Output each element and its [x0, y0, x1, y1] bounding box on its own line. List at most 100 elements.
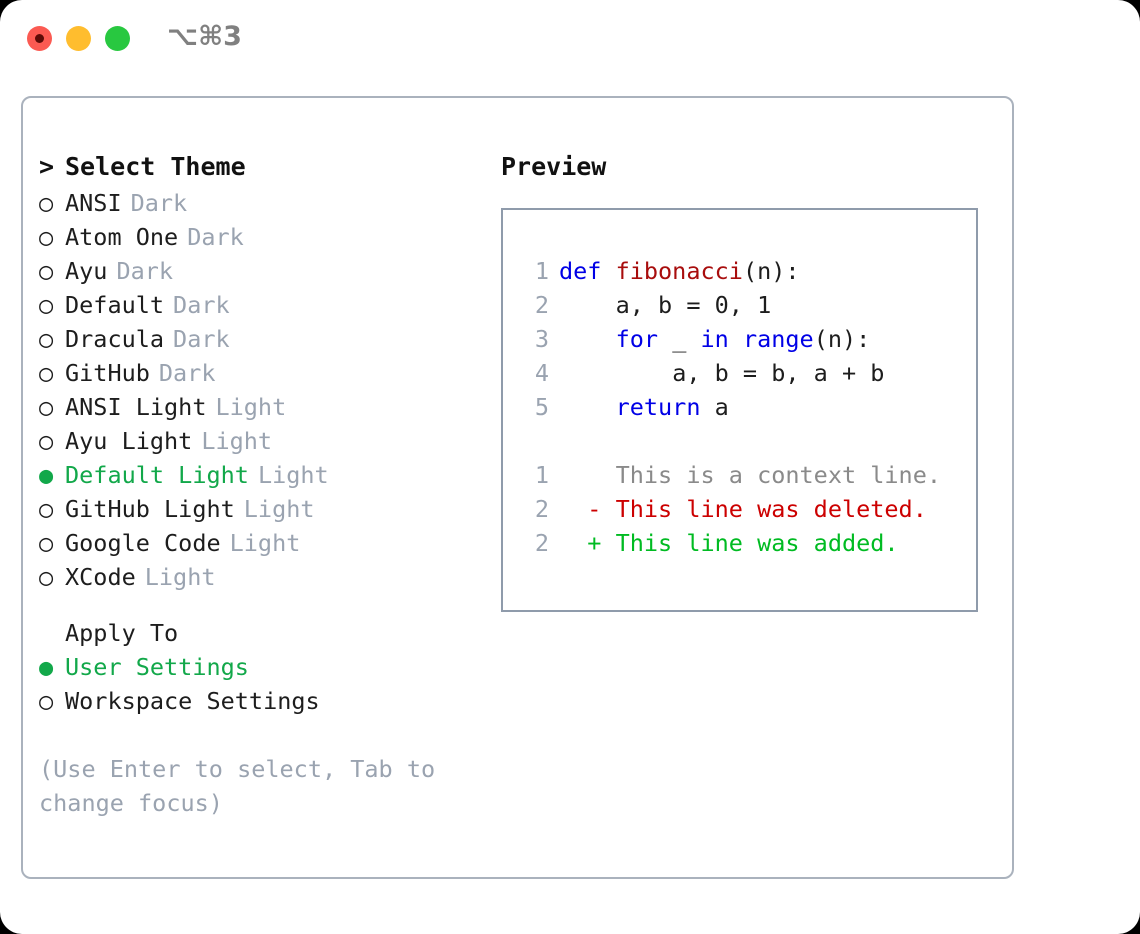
- code-diff-spacer: [515, 424, 976, 458]
- radio-unselected-icon[interactable]: ○: [39, 427, 54, 455]
- radio-selected-icon[interactable]: ●: [39, 461, 54, 489]
- diff-sample: 1 This is a context line.2 - This line w…: [515, 458, 976, 560]
- line-number: 4: [534, 359, 549, 387]
- theme-category-tag: Light: [243, 495, 315, 523]
- apply-to-item[interactable]: ● User Settings: [39, 650, 479, 684]
- theme-list-item[interactable]: ● Default Light Light: [39, 458, 479, 492]
- radio-unselected-icon[interactable]: ○: [39, 687, 54, 715]
- code-function-token: fibonacci: [615, 257, 743, 285]
- code-line-content: return a: [559, 390, 729, 424]
- apply-to-label: Workspace Settings: [65, 687, 320, 715]
- theme-name-label: GitHub Light: [65, 495, 235, 523]
- code-line: 4 a, b = b, a + b: [515, 356, 976, 390]
- preview-title: Preview: [501, 152, 607, 181]
- diff-line: 2 + This line was added.: [515, 526, 976, 560]
- line-number: 1: [534, 461, 549, 489]
- radio-unselected-icon[interactable]: ○: [39, 257, 54, 285]
- diff-deleted-line: - This line was deleted.: [559, 495, 927, 523]
- code-plain-token: a, b = 0, 1: [615, 291, 772, 319]
- diff-context-line: This is a context line.: [559, 461, 942, 489]
- minimize-window-button[interactable]: [66, 26, 91, 51]
- code-plain-token: (n):: [813, 325, 871, 353]
- line-number: 2: [534, 495, 549, 523]
- radio-unselected-icon[interactable]: ○: [39, 563, 54, 591]
- radio-unselected-icon[interactable]: ○: [39, 495, 54, 523]
- code-line: 2 a, b = 0, 1: [515, 288, 976, 322]
- diff-line: 2 - This line was deleted.: [515, 492, 976, 526]
- radio-unselected-icon[interactable]: ○: [39, 189, 54, 217]
- line-number: 1: [534, 257, 549, 285]
- code-line-content: for _ in range(n):: [559, 322, 871, 356]
- line-number: 2: [534, 291, 549, 319]
- title-bar: ⌥⌘3: [0, 0, 1140, 78]
- theme-name-label: Ayu: [65, 257, 108, 285]
- code-keyword-token: in: [700, 325, 743, 353]
- window-controls: [27, 26, 130, 51]
- theme-list-item[interactable]: ○ Dracula Dark: [39, 322, 479, 356]
- radio-selected-icon[interactable]: ●: [39, 653, 54, 681]
- radio-unselected-icon[interactable]: ○: [39, 359, 54, 387]
- code-line: 3 for _ in range(n):: [515, 322, 976, 356]
- code-line: 5 return a: [515, 390, 976, 424]
- line-number: 3: [534, 325, 549, 353]
- theme-category-tag: Light: [257, 461, 329, 489]
- theme-name-label: ANSI: [65, 189, 122, 217]
- diff-line: 1 This is a context line.: [515, 458, 976, 492]
- theme-name-label: Default Light: [65, 461, 249, 489]
- radio-unselected-icon[interactable]: ○: [39, 393, 54, 421]
- theme-list-item[interactable]: ○ Atom One Dark: [39, 220, 479, 254]
- hint-spacer: [39, 718, 479, 752]
- theme-name-label: GitHub: [65, 359, 150, 387]
- apply-to-header: Apply To: [65, 619, 179, 647]
- line-number: 5: [534, 393, 549, 421]
- code-keyword-token: for: [615, 325, 673, 353]
- close-window-button[interactable]: [27, 26, 52, 51]
- theme-list-item[interactable]: ○ ANSI Dark: [39, 186, 479, 220]
- keyboard-hint-text: (Use Enter to select, Tab to change focu…: [39, 755, 450, 817]
- theme-list-item[interactable]: ○ Google Code Light: [39, 526, 479, 560]
- theme-category-tag: Light: [201, 427, 273, 455]
- code-plain-token: a, b = b, a + b: [672, 359, 885, 387]
- code-plain-token: (n):: [742, 257, 800, 285]
- diff-added-line: + This line was added.: [559, 529, 899, 557]
- maximize-window-button[interactable]: [105, 26, 130, 51]
- code-plain-token: a: [714, 393, 729, 421]
- code-keyword-token: def: [559, 257, 616, 285]
- radio-unselected-icon[interactable]: ○: [39, 291, 54, 319]
- code-line-content: a, b = 0, 1: [559, 288, 772, 322]
- theme-list-item[interactable]: ○ GitHub Light Light: [39, 492, 479, 526]
- theme-category-tag: Dark: [173, 325, 230, 353]
- radio-unselected-icon[interactable]: ○: [39, 325, 54, 353]
- theme-list-item[interactable]: ○ XCode Light: [39, 560, 479, 594]
- theme-list-item[interactable]: ○ Ayu Light Light: [39, 424, 479, 458]
- theme-category-tag: Light: [229, 529, 301, 557]
- theme-name-label: Atom One: [65, 223, 179, 251]
- apply-to-item[interactable]: ○ Workspace Settings: [39, 684, 479, 718]
- line-number: 2: [534, 529, 549, 557]
- theme-category-tag: Dark: [187, 223, 244, 251]
- theme-name-label: XCode: [65, 563, 136, 591]
- code-line-content: def fibonacci(n):: [559, 254, 800, 288]
- prompt-caret-icon: >: [39, 152, 55, 181]
- theme-name-label: Ayu Light: [65, 427, 193, 455]
- radio-unselected-icon[interactable]: ○: [39, 529, 54, 557]
- list-spacer: [39, 594, 479, 616]
- theme-category-tag: Dark: [173, 291, 230, 319]
- apply-to-list: ● User Settings ○ Workspace Settings: [39, 650, 479, 718]
- apply-to-label: User Settings: [65, 653, 249, 681]
- radio-unselected-icon[interactable]: ○: [39, 223, 54, 251]
- theme-name-label: Google Code: [65, 529, 221, 557]
- theme-name-label: Dracula: [65, 325, 165, 353]
- theme-category-tag: Light: [144, 563, 216, 591]
- code-plain-token: _: [672, 325, 701, 353]
- theme-category-tag: Dark: [130, 189, 188, 217]
